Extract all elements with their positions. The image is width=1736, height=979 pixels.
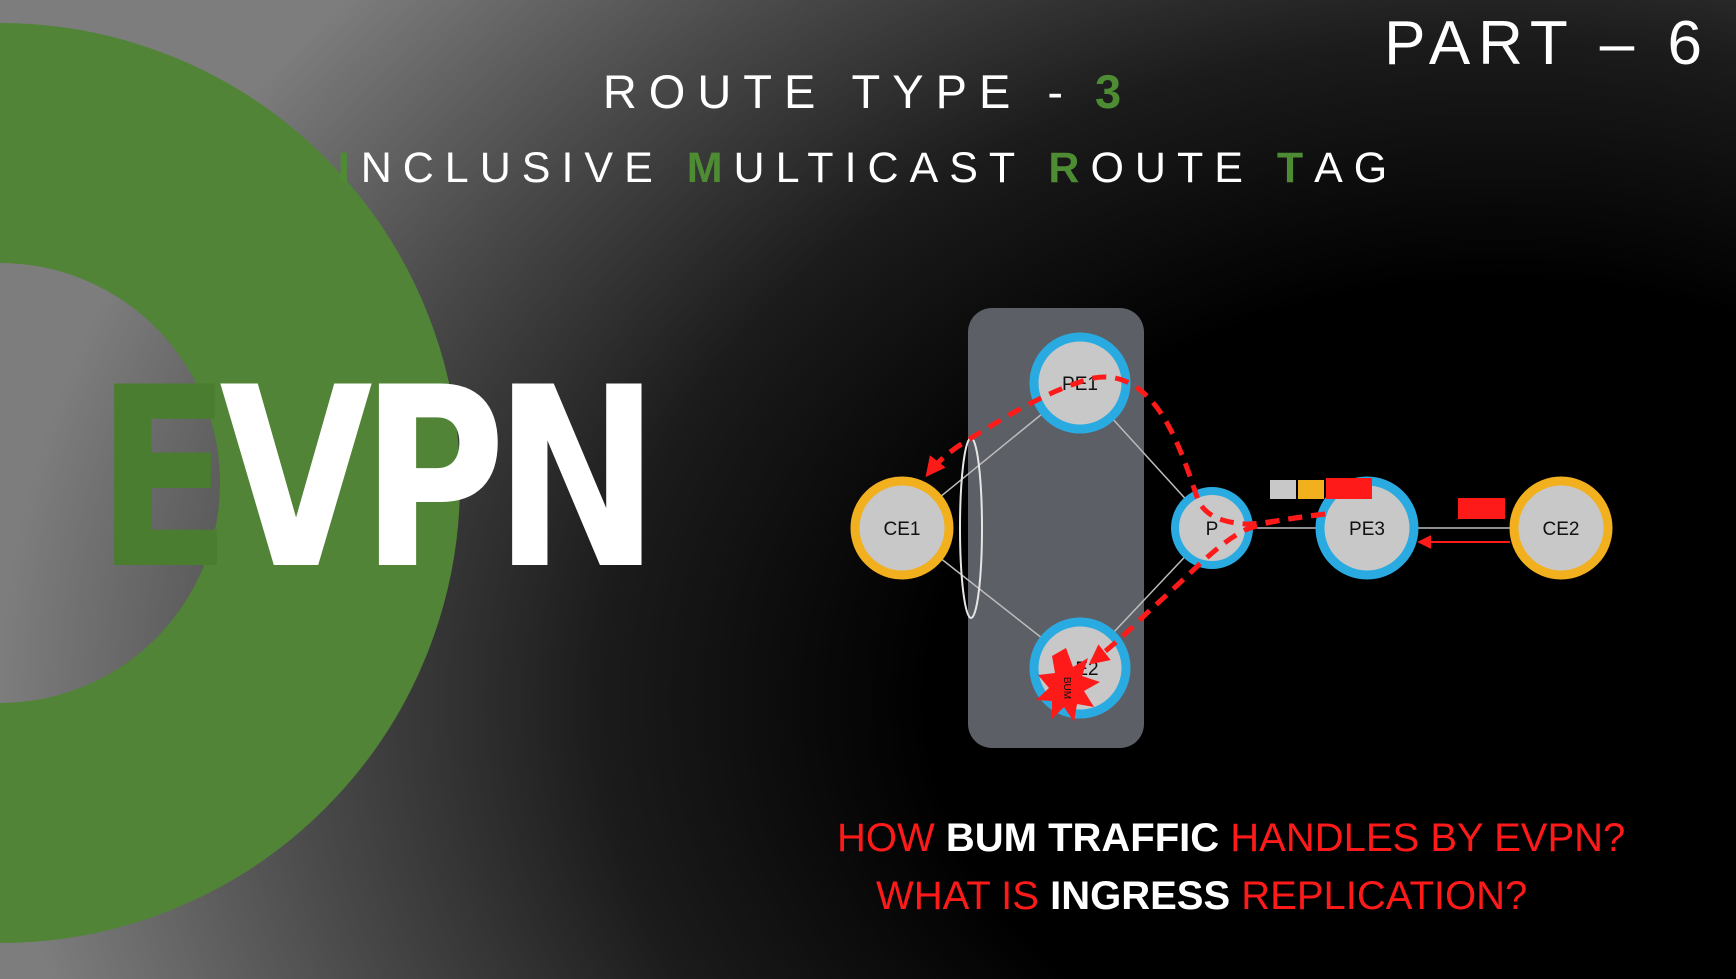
subtitle-letter-r: R: [1048, 144, 1091, 192]
evpn-logo-e: E: [96, 334, 231, 624]
flow-pe3-pe2: [1088, 511, 1326, 665]
imr-subtitle: INCLUSIVE MULTICAST ROUTE TAG: [0, 144, 1736, 193]
evpn-logo-rest: VPN: [219, 334, 659, 624]
question-2-part-2: REPLICATION?: [1230, 874, 1528, 918]
route-type-number: 3: [1095, 65, 1134, 118]
question-1-part-2: HANDLES BY EVPN?: [1219, 816, 1626, 860]
node-ce1: CE1: [850, 476, 954, 580]
question-2-part-1: WHAT IS: [876, 874, 1051, 918]
node-ce2: CE2: [1509, 476, 1613, 580]
subtitle-word-inclusive: NCLUSIVE: [360, 144, 687, 192]
question-1: HOW BUM TRAFFIC HANDLES BY EVPN?: [837, 816, 1625, 861]
subtitle-letter-m: M: [686, 144, 734, 192]
flow-pe3-pe1-ce1: [925, 374, 1326, 527]
packet-red-ce2: [1458, 498, 1505, 519]
subtitle-letter-t: T: [1276, 144, 1315, 192]
bum-drop-burst: BUM: [1036, 648, 1100, 722]
route-type-title: ROUTE TYPE - 3: [0, 64, 1736, 119]
subtitle-word-tag: AG: [1314, 144, 1399, 192]
bum-flow-paths: [925, 374, 1326, 665]
node-ce1-label: CE1: [884, 519, 921, 540]
node-p-label: P: [1206, 519, 1219, 540]
question-2: WHAT IS INGRESS REPLICATION?: [876, 874, 1527, 919]
node-pe3-label: PE3: [1349, 519, 1385, 540]
part-label: PART – 6: [1384, 9, 1710, 78]
evpn-logo: EVPN: [96, 355, 660, 604]
question-1-part-1: HOW: [837, 816, 946, 860]
route-type-label: ROUTE TYPE -: [602, 65, 1076, 118]
subtitle-letter-i: I: [337, 144, 361, 192]
burst-label: BUM: [1061, 677, 1072, 699]
subtitle-word-multicast: ULTICAST: [733, 144, 1049, 192]
subtitle-word-route: OUTE: [1090, 144, 1277, 192]
green-ring: [0, 23, 460, 943]
question-1-bold: BUM TRAFFIC: [945, 816, 1220, 860]
node-ce2-label: CE2: [1543, 519, 1580, 540]
packet-yellow: [1298, 480, 1324, 499]
packet-red: [1326, 478, 1372, 499]
question-2-bold: INGRESS: [1050, 874, 1231, 918]
packet-grey: [1270, 480, 1296, 499]
